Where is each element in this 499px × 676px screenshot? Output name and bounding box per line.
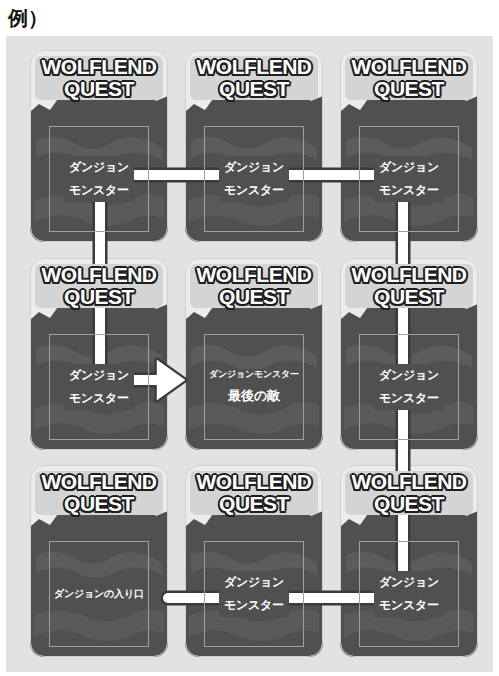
card: WOLFLEND QUEST ダンジョンモンスター最後の敵 [185,258,323,450]
card-frame: ダンジョン モンスター [359,541,459,647]
logo-holder: WOLFLEND QUEST [185,56,323,100]
arrow-head [157,360,185,400]
card-frame: ダンジョン モンスター [359,126,459,232]
card-logo: WOLFLEND QUEST [345,56,473,100]
logo-holder: WOLFLEND QUEST [340,56,478,100]
card: WOLFLEND QUEST ダンジョン モンスター [30,258,168,450]
card-logo: WOLFLEND QUEST [345,471,473,515]
arrow-head [157,360,185,400]
card-logo: WOLFLEND QUEST [190,264,318,308]
card-text: ダンジョン モンスター [64,364,134,410]
logo-holder: WOLFLEND QUEST [340,471,478,515]
logo-holder: WOLFLEND QUEST [185,264,323,308]
card-text: 最後の敵 [226,388,282,404]
card: WOLFLEND QUEST ダンジョン モンスター [30,50,168,242]
card-text: ダンジョン モンスター [219,571,289,617]
title: 例） [8,5,48,32]
card-text: ダンジョンの入り口 [52,587,146,600]
card-text: ダンジョン モンスター [219,156,289,202]
route-line [100,175,403,598]
card-logo: WOLFLEND QUEST [190,471,318,515]
logo-holder: WOLFLEND QUEST [30,471,168,515]
logo-holder: WOLFLEND QUEST [340,264,478,308]
card-logo: WOLFLEND QUEST [35,264,163,308]
logo-holder: WOLFLEND QUEST [185,471,323,515]
card-frame: ダンジョン モンスター [49,334,149,440]
card-frame: ダンジョンモンスター最後の敵 [204,334,304,440]
card: WOLFLEND QUEST ダンジョンの入り口 [30,465,168,657]
card-frame: ダンジョン モンスター [359,334,459,440]
card-text: ダンジョン モンスター [374,364,444,410]
card: WOLFLEND QUEST ダンジョン モンスター [185,465,323,657]
route-line [100,175,403,598]
logo-holder: WOLFLEND QUEST [30,264,168,308]
card-logo: WOLFLEND QUEST [35,471,163,515]
card-frame: ダンジョンの入り口 [49,541,149,647]
card-frame: ダンジョン モンスター [49,126,149,232]
card-frame: ダンジョン モンスター [204,126,304,232]
card: WOLFLEND QUEST ダンジョン モンスター [340,465,478,657]
card-text: ダンジョン モンスター [64,156,134,202]
card-text: ダンジョン モンスター [374,571,444,617]
card: WOLFLEND QUEST ダンジョン モンスター [340,50,478,242]
card-text: ダンジョン モンスター [374,156,444,202]
card: WOLFLEND QUEST ダンジョン モンスター [340,258,478,450]
card-logo: WOLFLEND QUEST [345,264,473,308]
route-arrow [100,175,403,598]
card-logo: WOLFLEND QUEST [35,56,163,100]
card-text: ダンジョンモンスター [207,369,301,380]
card: WOLFLEND QUEST ダンジョン モンスター [185,50,323,242]
logo-holder: WOLFLEND QUEST [30,56,168,100]
card-frame: ダンジョン モンスター [204,541,304,647]
card-logo: WOLFLEND QUEST [190,56,318,100]
